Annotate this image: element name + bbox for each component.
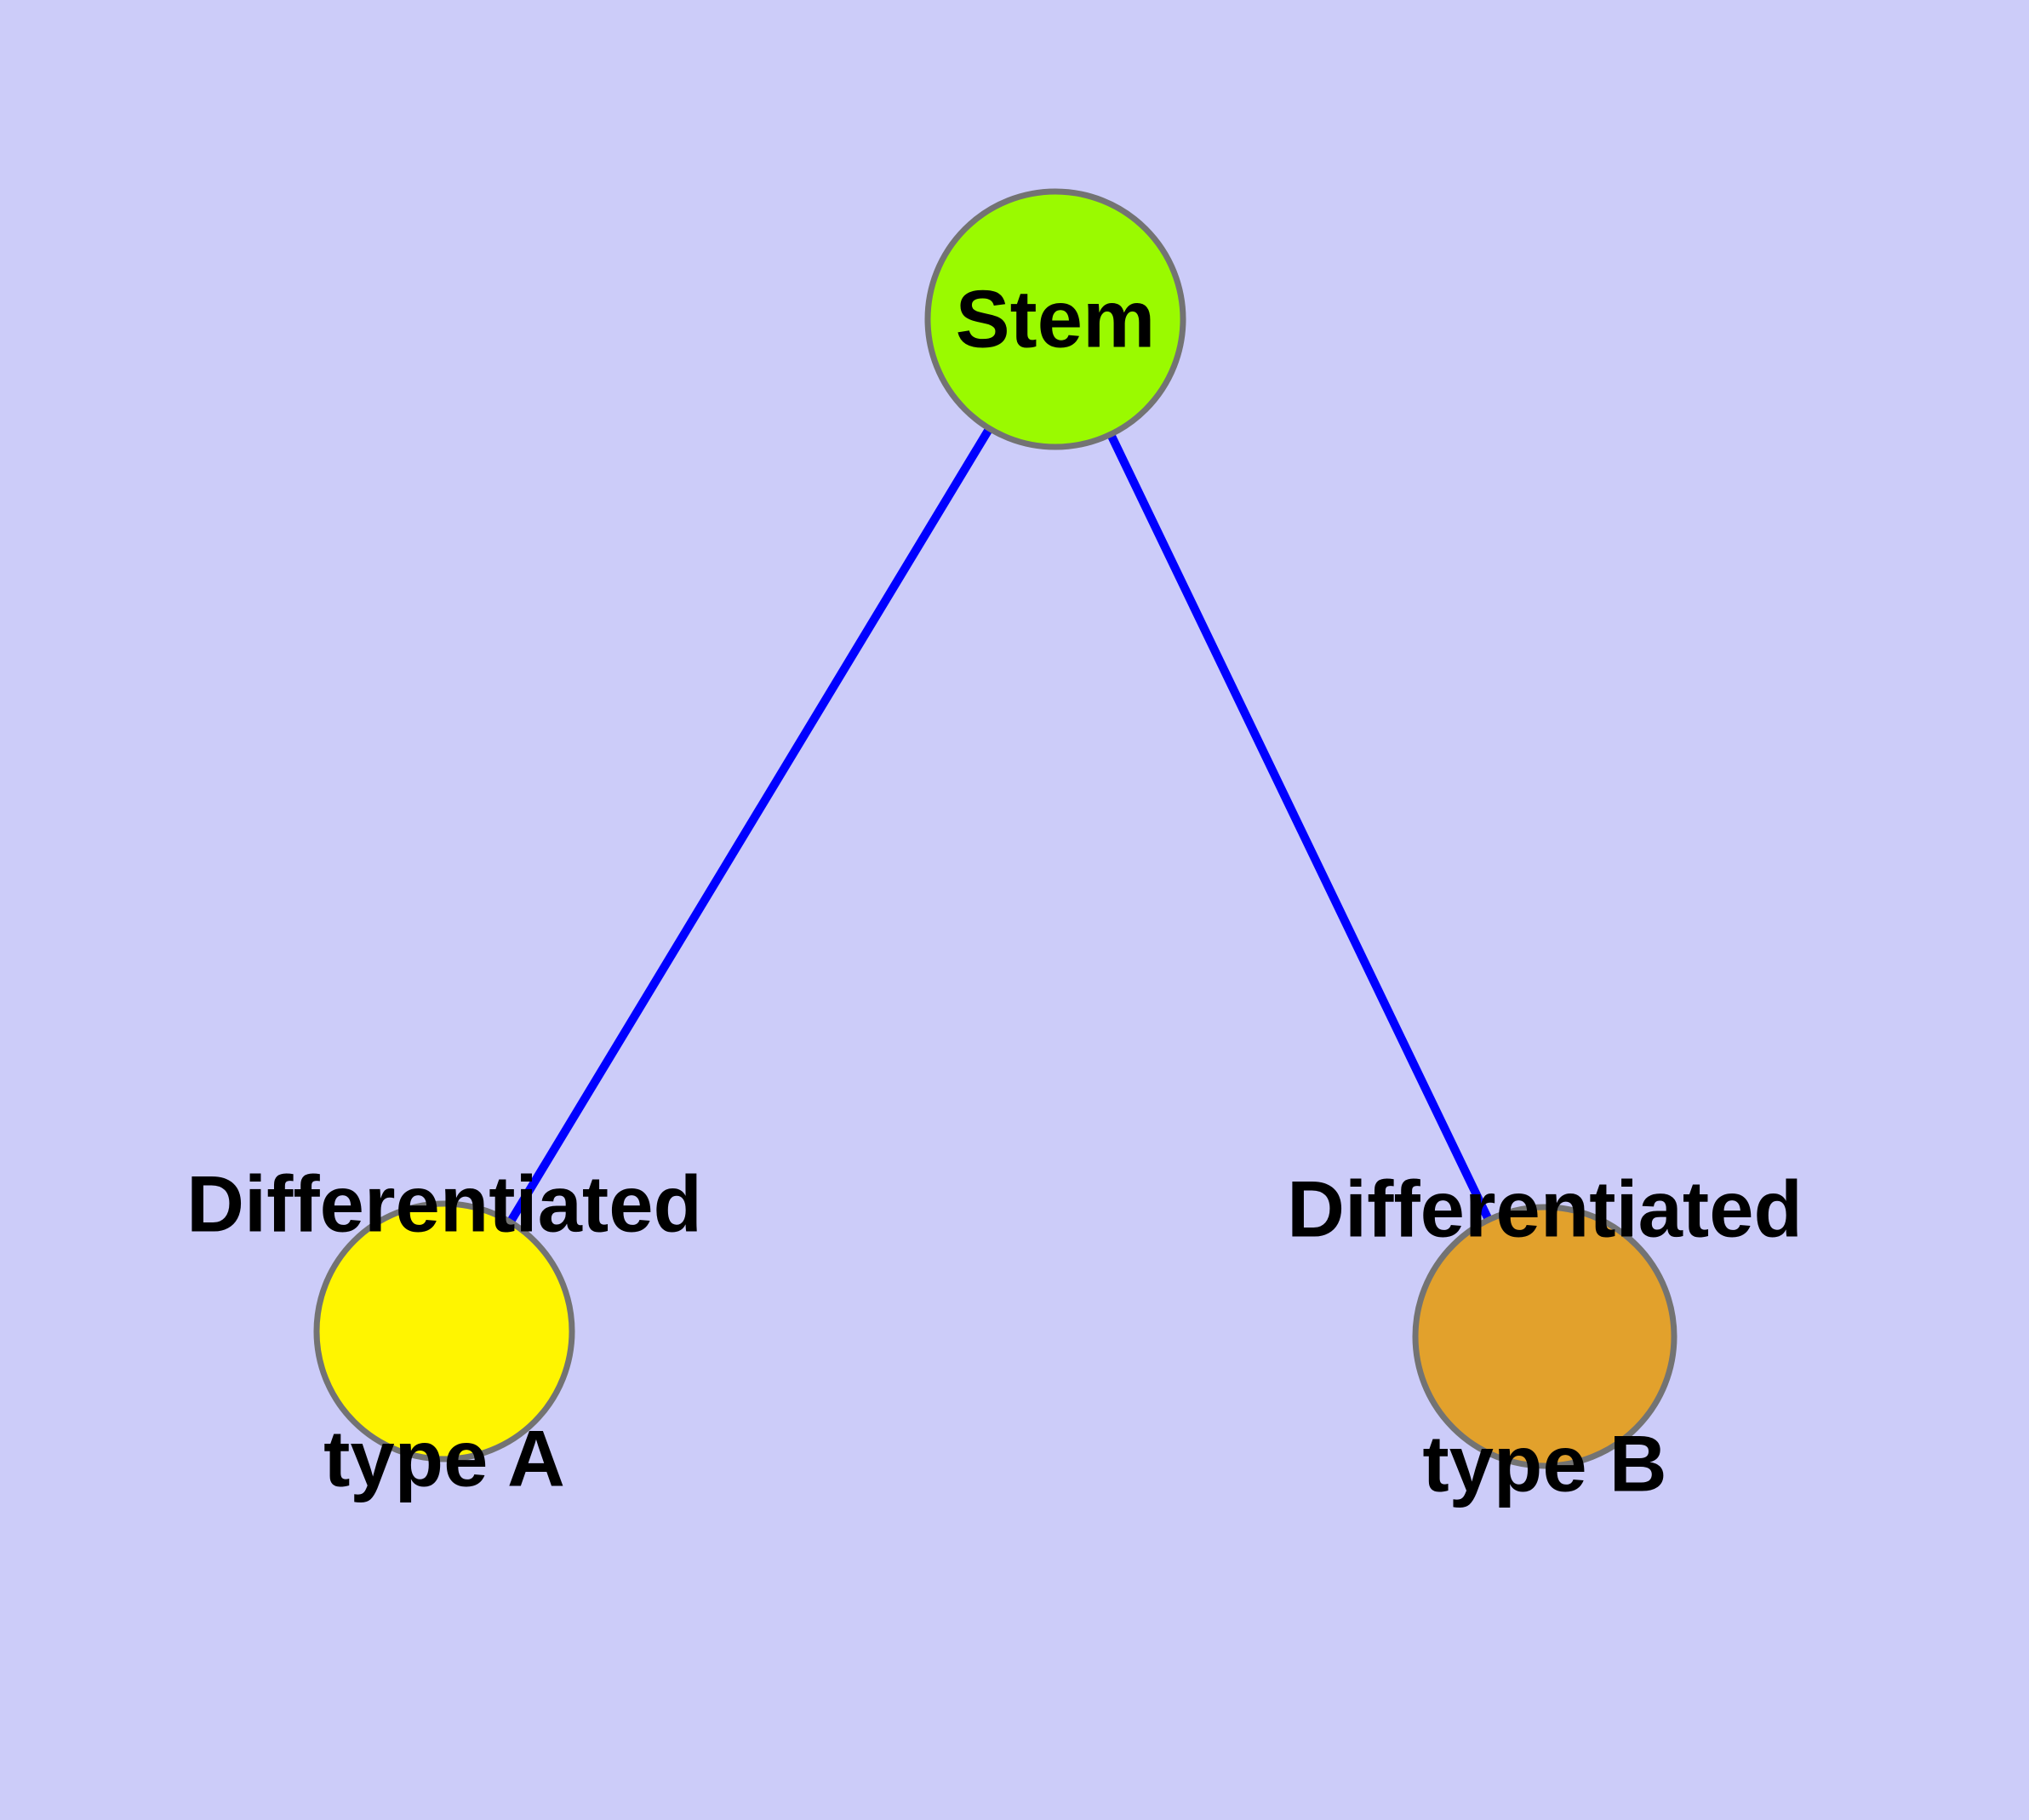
edge-group	[505, 423, 1495, 1228]
edge-stem-to-differentiated-type-b[interactable]	[1105, 429, 1495, 1225]
node-differentiated-type-a[interactable]	[313, 1200, 575, 1462]
edge-stem-to-differentiated-type-a[interactable]	[505, 423, 995, 1228]
node-group	[313, 188, 1677, 1469]
node-differentiated-type-b[interactable]	[1412, 1204, 1677, 1469]
node-stem[interactable]	[924, 188, 1186, 450]
